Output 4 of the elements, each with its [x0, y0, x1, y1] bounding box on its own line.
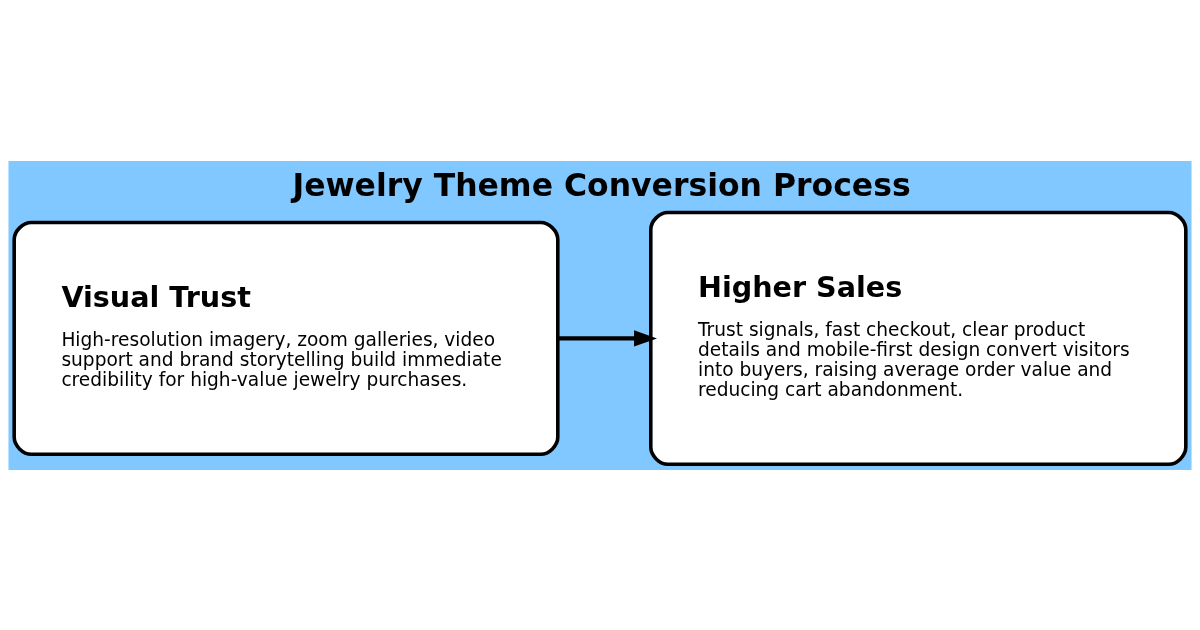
diagram-title: Jewelry Theme Conversion Process	[292, 166, 911, 203]
node-box: Higher Sales Trust signals, fast checkout, clear product details and mobile-first design convert visitors into buyers, raising average order value and reducing cart abandonment.	[649, 210, 1188, 466]
arrow	[558, 329, 657, 346]
node-box: Visual Trust High-resolution imagery, zoom galleries, video support and brand storytelling build immediate credibility for high-value jewelry purchases.	[12, 220, 560, 456]
